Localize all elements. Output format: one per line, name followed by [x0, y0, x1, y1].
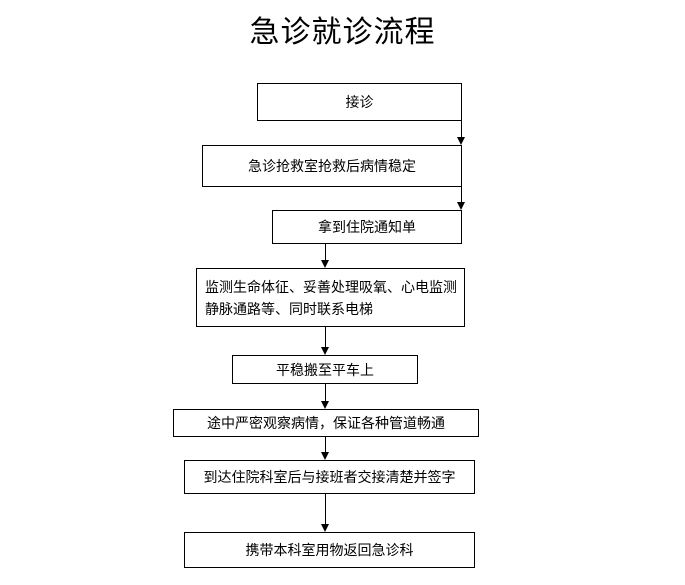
arrow-head-icon: [321, 401, 329, 409]
page-title: 急诊就诊流程: [249, 16, 436, 49]
arrow-head-icon: [457, 137, 465, 145]
flow-node-transfer-to-gurney[interactable]: 平稳搬至平车上: [232, 355, 418, 384]
flow-node-label-line1: 监测生命体征、妥善处理吸氧、心电监测: [205, 279, 457, 295]
flow-node-label-line2: 静脉通路等、同时联系电梯: [205, 301, 373, 317]
flow-node-label: 接诊: [345, 94, 374, 110]
arrow-head-icon: [321, 452, 329, 460]
flow-node-label: 携带本科室用物返回急诊科: [245, 542, 414, 558]
flow-node-handover-signature[interactable]: 到达住院科室后与接班者交接清楚并签字: [184, 460, 475, 494]
flow-node-admission-notice[interactable]: 拿到住院通知单: [272, 210, 462, 244]
flow-node-reception[interactable]: 接诊: [257, 83, 462, 121]
flow-node-label: 拿到住院通知单: [318, 219, 416, 235]
flow-node-label: 平稳搬至平车上: [276, 361, 374, 378]
arrow-head-icon: [321, 347, 329, 355]
flow-node-stabilized-after-rescue[interactable]: 急诊抢救室抢救后病情稳定: [202, 145, 462, 187]
flow-node-label: 途中严密观察病情，保证各种管道畅通: [207, 415, 445, 431]
flow-node-observe-enroute[interactable]: 途中严密观察病情，保证各种管道畅通: [173, 409, 479, 437]
arrow-head-icon: [321, 524, 329, 532]
arrow-head-icon: [321, 260, 329, 268]
arrow-head-icon: [457, 202, 465, 210]
flow-node-return-to-emergency[interactable]: 携带本科室用物返回急诊科: [184, 532, 475, 568]
flow-node-monitoring[interactable]: 监测生命体征、妥善处理吸氧、心电监测 静脉通路等、同时联系电梯: [196, 268, 465, 327]
flow-node-label: 到达住院科室后与接班者交接清楚并签字: [203, 469, 456, 485]
flow-node-label: 急诊抢救室抢救后病情稳定: [248, 158, 416, 174]
